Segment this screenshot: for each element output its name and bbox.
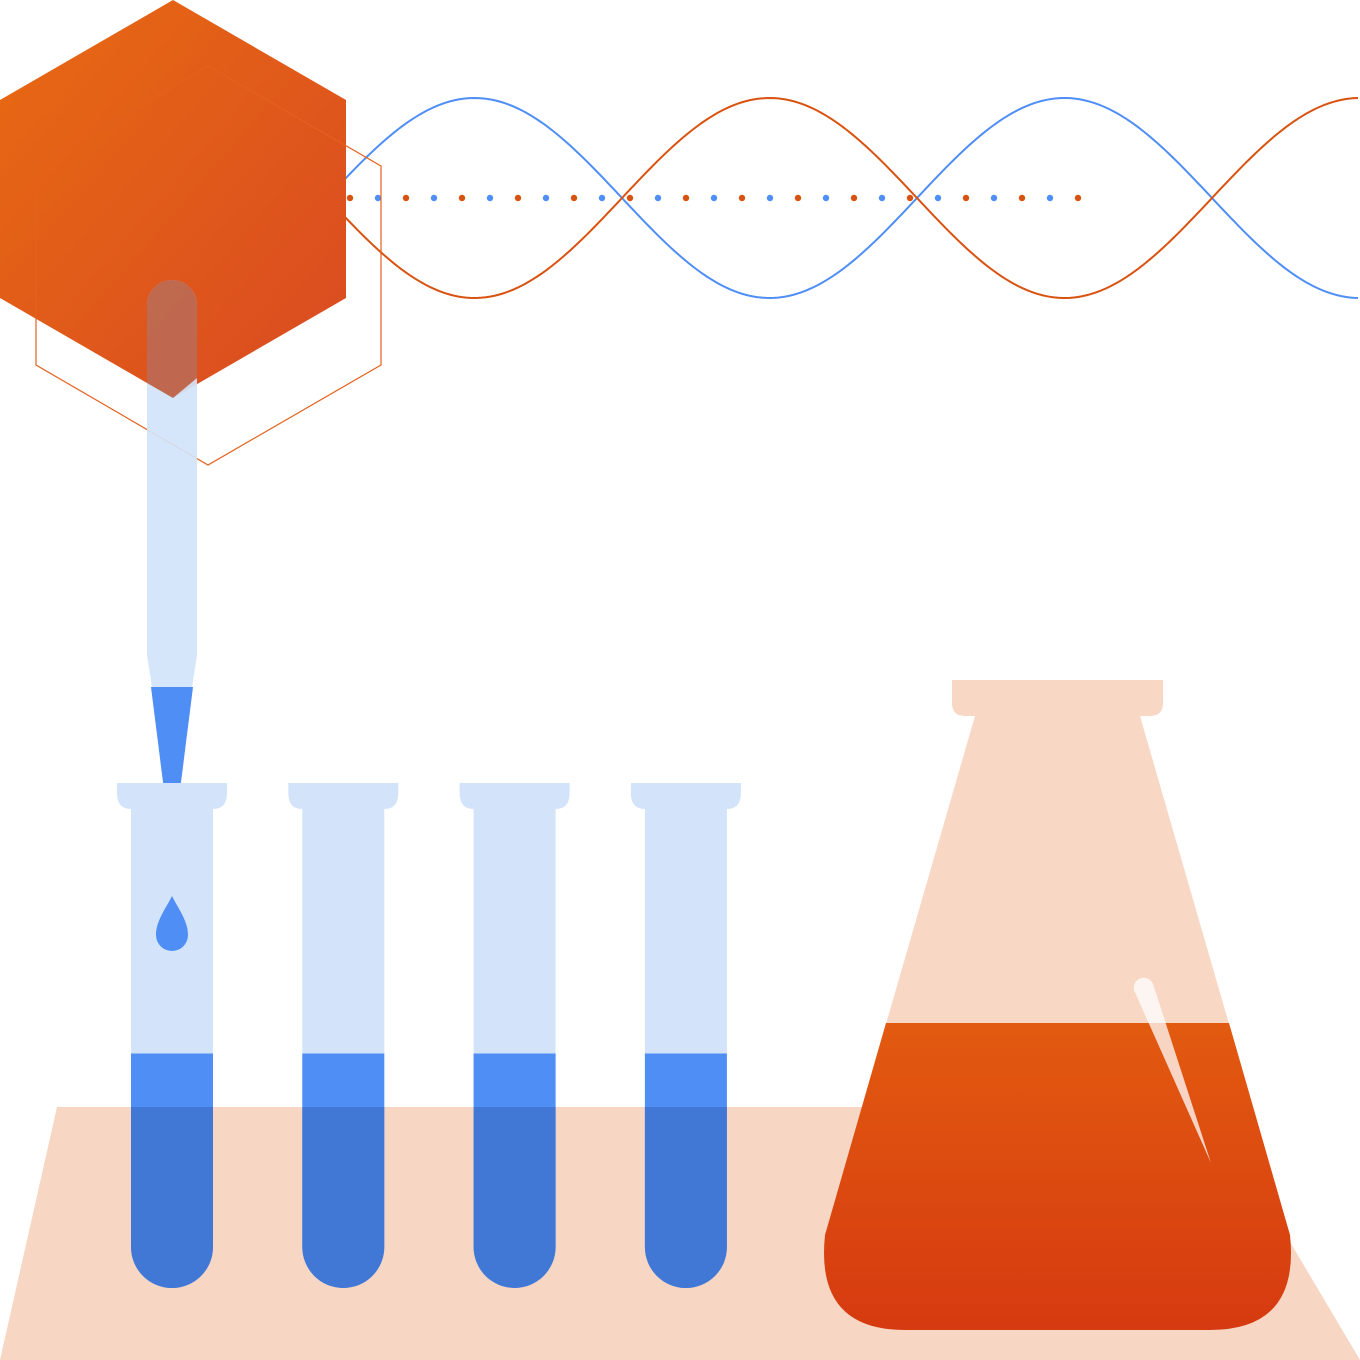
- helix-wave-orange: [329, 96, 1359, 300]
- helix-dot: [542, 194, 550, 202]
- test-tube-liquid-shadow: [644, 1107, 727, 1288]
- helix-dot: [850, 194, 858, 202]
- helix-dot: [962, 194, 970, 202]
- helix-dot: [374, 194, 382, 202]
- helix-dot: [906, 194, 914, 202]
- helix-dot: [486, 194, 494, 202]
- dna-helix-icon: [329, 96, 1359, 300]
- hexagon-outline: [35, 65, 382, 466]
- helix-dot: [430, 194, 438, 202]
- helix-dot: [738, 194, 746, 202]
- helix-dotted-axis: [346, 194, 1082, 202]
- pipette-icon: [147, 280, 197, 826]
- helix-dot: [598, 194, 606, 202]
- helix-dot: [514, 194, 522, 202]
- helix-dot: [570, 194, 578, 202]
- helix-dot: [822, 194, 830, 202]
- erlenmeyer-flask-icon: [824, 680, 1291, 1330]
- helix-wave-blue: [329, 96, 1359, 300]
- helix-dot: [402, 194, 410, 202]
- helix-dot: [682, 194, 690, 202]
- water-drop-icon: [156, 896, 188, 951]
- helix-dot: [654, 194, 662, 202]
- helix-dot: [626, 194, 634, 202]
- helix-dot: [794, 194, 802, 202]
- test-tube-icon: [459, 783, 570, 1288]
- flask-reflection: [1133, 977, 1211, 1163]
- helix-dot: [1046, 194, 1054, 202]
- helix-dot: [346, 194, 354, 202]
- test-tube-liquid-shadow: [131, 1107, 213, 1288]
- helix-dot: [1018, 194, 1026, 202]
- hexagon-filled: [0, 0, 346, 398]
- test-tube-liquid-shadow: [473, 1107, 556, 1288]
- helix-dot: [458, 194, 466, 202]
- test-tube-rack: [117, 783, 741, 1288]
- helix-dot: [710, 194, 718, 202]
- test-tube-liquid-shadow: [302, 1107, 385, 1288]
- test-tube-icon: [117, 783, 227, 1288]
- helix-dot: [766, 194, 774, 202]
- pipette-bulb-overlap: [147, 280, 197, 398]
- hexagon-icon: [0, 0, 382, 466]
- helix-dot: [990, 194, 998, 202]
- pipette-tip: [151, 687, 193, 826]
- helix-dot: [934, 194, 942, 202]
- test-tube-icon: [630, 783, 741, 1288]
- helix-dot: [1074, 194, 1082, 202]
- test-tube-icon: [288, 783, 399, 1288]
- flask-liquid: [824, 1023, 1291, 1330]
- helix-dot: [878, 194, 886, 202]
